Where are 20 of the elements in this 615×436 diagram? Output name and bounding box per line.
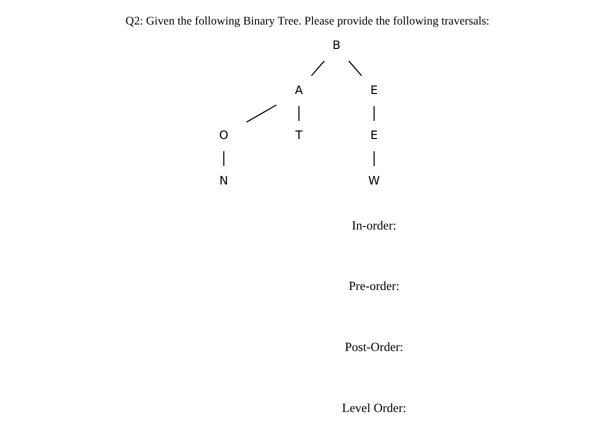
connector: [246, 104, 277, 123]
node-text: O: [219, 128, 228, 142]
connector: [374, 151, 375, 166]
diagram-title: Q2: Given the following Binary Tree. Please provide the following traversals:: [126, 14, 490, 28]
label: Pre-order:: [348, 279, 400, 294]
connector: [348, 60, 362, 76]
connector: [223, 151, 224, 166]
node-text: E: [370, 128, 378, 142]
node-text: N: [219, 173, 228, 188]
node-text: E: [370, 83, 378, 98]
connector: [311, 60, 325, 76]
node-text: W: [368, 173, 380, 188]
node-text: A: [294, 83, 303, 98]
label: Post-Order:: [344, 340, 404, 354]
node-text: T: [295, 128, 303, 142]
label: In-order:: [352, 218, 396, 232]
connector: [298, 106, 300, 121]
connector: [374, 106, 375, 121]
label: Level Order:: [342, 401, 406, 416]
node-text: B: [332, 38, 341, 52]
